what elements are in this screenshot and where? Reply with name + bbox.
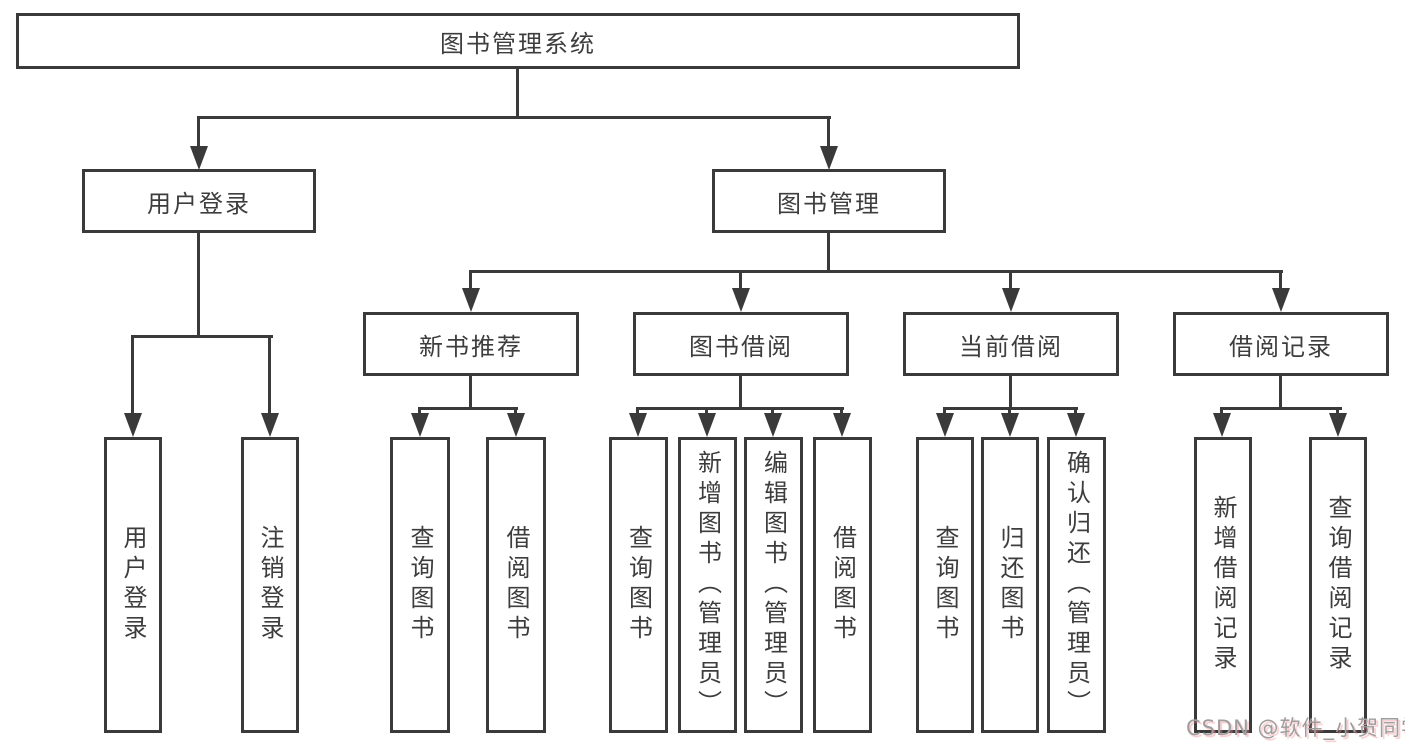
connector-l3-drop-1	[469, 270, 472, 292]
node-leaf-logout: 注销登录	[241, 437, 299, 733]
node-leaf-edit-books-admin: 编辑图书（管理员）	[744, 437, 803, 733]
node-new-book-recommendation: 新书推荐	[363, 312, 579, 376]
connector-br-drop-2	[1336, 407, 1339, 417]
node-current-borrowing: 当前借阅	[903, 312, 1119, 376]
node-leaf-query-books-current: 查询图书	[916, 437, 974, 733]
arrowhead-cb-2-icon	[1001, 413, 1019, 437]
node-book-management: 图书管理	[712, 169, 946, 233]
arrowhead-cb-1-icon	[936, 413, 954, 437]
node-book-borrowing: 图书借阅	[633, 312, 849, 376]
connector-nbr-drop-1	[418, 407, 421, 417]
arrowhead-br-1-icon	[1213, 413, 1231, 437]
connector-user-bar	[131, 335, 273, 338]
arrowhead-l3-2-icon	[732, 288, 750, 312]
arrowhead-l3-4-icon	[1272, 288, 1290, 312]
node-leaf-borrow-books-borrowing: 借阅图书	[813, 437, 872, 733]
watermark: CSDN @软件_小贺同学	[1186, 716, 1405, 740]
node-leaf-query-borrow-record: 查询借阅记录	[1309, 437, 1367, 733]
arrowhead-bb-4-icon	[833, 413, 851, 437]
node-user-login: 用户登录	[82, 169, 316, 233]
arrowhead-bb-1-icon	[629, 413, 647, 437]
arrowhead-user-login-icon	[190, 146, 208, 170]
arrowhead-nbr-1-icon	[411, 413, 429, 437]
connector-bb-drop-4	[840, 407, 843, 417]
arrowhead-bb-3-icon	[764, 413, 782, 437]
connector-bb-drop-1	[636, 407, 639, 417]
connector-leaf-logout-drop	[268, 335, 271, 417]
connector-root-stem	[516, 69, 519, 118]
connector-bb-drop-3	[771, 407, 774, 417]
connector-bb-bar	[636, 407, 844, 410]
arrowhead-leaf-logout-icon	[261, 413, 279, 437]
connector-cb-drop-3	[1074, 407, 1077, 417]
connector-l3-drop-2	[739, 270, 742, 292]
connector-user-stem	[197, 233, 200, 338]
node-leaf-return-books: 归还图书	[981, 437, 1039, 733]
node-leaf-borrow-books-recommend: 借阅图书	[486, 437, 546, 733]
node-leaf-query-books-recommend: 查询图书	[390, 437, 450, 733]
connector-br-stem	[1279, 376, 1282, 410]
node-leaf-add-books-admin: 新增图书（管理员）	[678, 437, 737, 733]
connector-br-bar	[1220, 407, 1342, 410]
node-leaf-query-books-borrowing: 查询图书	[609, 437, 668, 733]
connector-nbr-stem	[469, 376, 472, 410]
node-leaf-confirm-return-admin: 确认归还（管理员）	[1047, 437, 1106, 733]
connector-user-login-drop	[197, 116, 200, 150]
connector-cb-drop-2	[1008, 407, 1011, 417]
connector-l3-drop-4	[1279, 270, 1282, 292]
connector-bb-drop-2	[705, 407, 708, 417]
arrowhead-br-2-icon	[1329, 413, 1347, 437]
connector-root-bar	[197, 116, 831, 119]
arrowhead-l3-3-icon	[1002, 288, 1020, 312]
node-leaf-user-login: 用户登录	[104, 437, 162, 733]
arrowhead-bb-2-icon	[698, 413, 716, 437]
connector-leaf-login-drop	[131, 335, 134, 417]
connector-cb-stem	[1009, 376, 1012, 410]
arrowhead-nbr-2-icon	[507, 413, 525, 437]
connector-book-mgmt-drop	[827, 116, 830, 150]
connector-l3-drop-3	[1009, 270, 1012, 292]
connector-nbr-drop-2	[514, 407, 517, 417]
node-leaf-add-borrow-record: 新增借阅记录	[1194, 437, 1252, 733]
connector-cb-drop-1	[943, 407, 946, 417]
node-root: 图书管理系统	[16, 13, 1020, 69]
connector-bb-stem	[739, 376, 742, 410]
arrowhead-l3-1-icon	[462, 288, 480, 312]
arrowhead-leaf-login-icon	[124, 413, 142, 437]
connector-mgmt-bar	[469, 270, 1283, 273]
connector-br-drop-1	[1220, 407, 1223, 417]
arrowhead-book-mgmt-icon	[820, 146, 838, 170]
connector-mgmt-stem	[827, 233, 830, 273]
arrowhead-cb-3-icon	[1067, 413, 1085, 437]
connector-nbr-bar	[418, 407, 518, 410]
node-borrowing-records: 借阅记录	[1173, 312, 1389, 376]
